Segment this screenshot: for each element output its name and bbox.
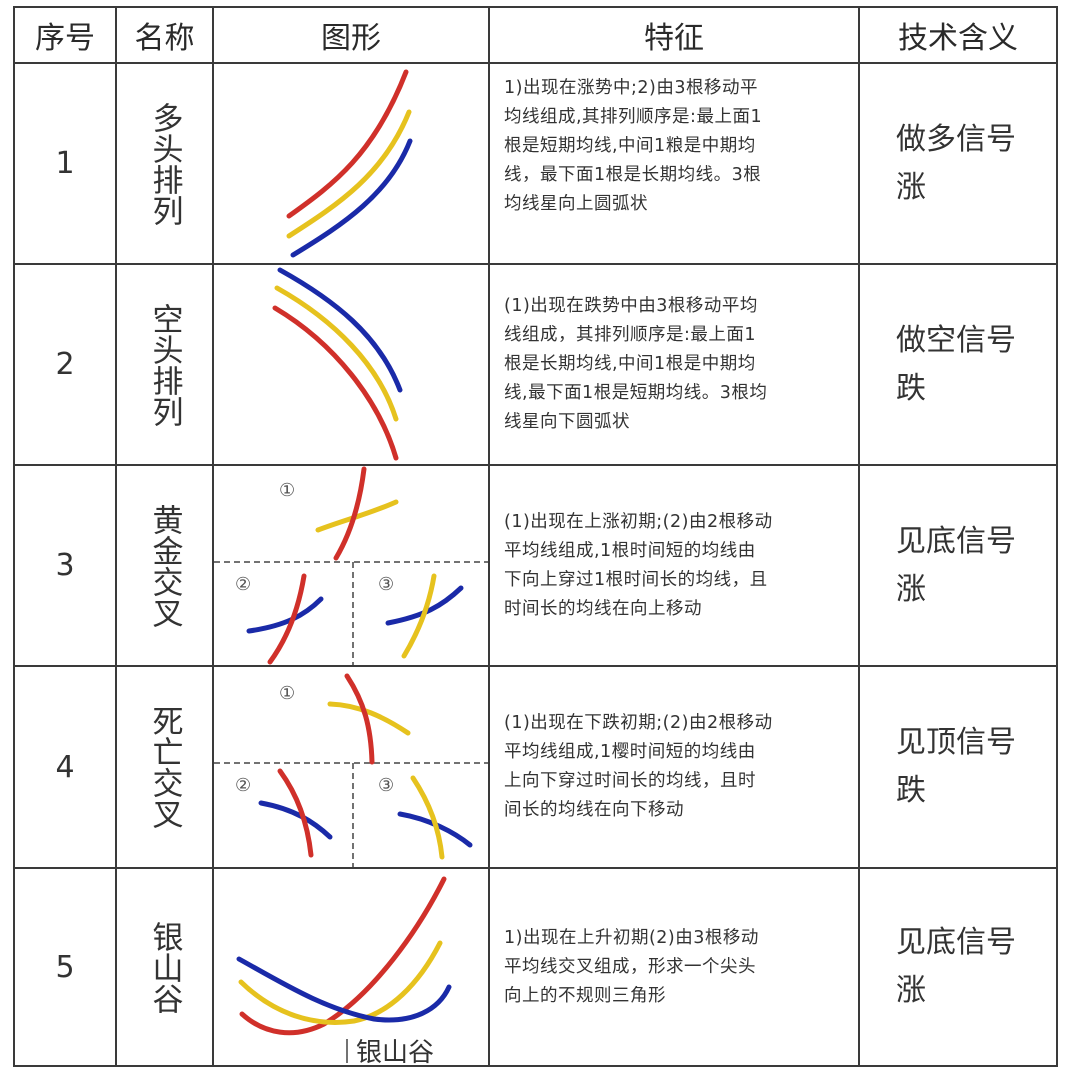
feature-line: 线,最下面1根是短期均线。3根均 (504, 383, 768, 403)
grid-line (15, 464, 1056, 466)
row-index: 2 (55, 347, 75, 382)
feature-line: 线，最下面1根是长期均线。3根 (504, 165, 762, 185)
feature-line: 时间长的均线在向上移动 (504, 598, 702, 619)
sub-figure-label: ② (235, 574, 251, 595)
row-index: 4 (55, 749, 75, 785)
feature-line: (1)出现在上涨初期;(2)由2根移动 (504, 511, 773, 532)
grid-line (858, 8, 860, 1065)
header-index: 序号 (35, 21, 95, 56)
sub-figure-label: ① (279, 480, 295, 501)
row-name-cell: 银山谷 (117, 869, 212, 1065)
sub-figure-label: ① (279, 683, 295, 704)
grid-line (488, 8, 490, 1065)
feature-line: 向上的不规则三角形 (504, 985, 666, 1006)
feature-line: 1)出现在上升初期(2)由3根移动 (504, 927, 759, 948)
row-name-cell: 黄金交叉 (117, 466, 212, 665)
figure-silver-valley: 银山谷 (214, 869, 488, 1065)
meaning-direction: 跌 (896, 370, 926, 406)
row-name: 黄金交叉 (146, 503, 183, 628)
meaning-signal: 做空信号 (896, 322, 1016, 358)
header-figure: 图形 (321, 21, 381, 56)
row-meaning: 见顶信号跌 (860, 667, 1056, 867)
sub-figure-label: ③ (378, 574, 394, 595)
meaning-direction: 涨 (896, 973, 926, 1008)
grid-line (212, 8, 214, 1065)
row-name-cell: 多头排列 (117, 64, 212, 263)
row-features: 1)出现在上升初期(2)由3根移动 平均线交叉组成，形求一个尖头 向上的不规则三… (490, 869, 858, 1065)
figure-bullish-alignment (214, 64, 488, 263)
feature-line: 线组成，其排列顺序是:最上面1 (504, 325, 757, 345)
grid-line (15, 62, 1056, 64)
grid-line (15, 665, 1056, 667)
row-meaning: 做多信号涨 (860, 64, 1056, 263)
feature-line: (1)出现在下跌初期;(2)由2根移动 (504, 713, 773, 733)
row-meaning: 做空信号跌 (860, 265, 1056, 464)
figure-death-cross: ① ② ③ (214, 667, 488, 867)
feature-line: 间长的均线在向下移动 (504, 800, 684, 820)
row-name-cell: 死亡交叉 (117, 667, 212, 867)
meaning-signal: 见底信号 (896, 925, 1016, 960)
row-name: 空头排列 (146, 302, 183, 427)
grid-line (115, 8, 117, 1065)
moving-average-pattern-table: 序号 名称 图形 特征 技术含义 1 多头排列 1)出现在涨势中;2)由3根移动… (13, 6, 1058, 1067)
row-name: 多头排列 (146, 101, 183, 226)
feature-line: 平均线组成,1樱时间短的均线由 (504, 742, 756, 762)
meaning-signal: 见顶信号 (896, 725, 1016, 760)
header-features: 特征 (644, 21, 704, 56)
header-meaning: 技术含义 (898, 21, 1018, 56)
meaning-direction: 涨 (896, 571, 926, 607)
meaning-signal: 做多信号 (896, 121, 1016, 157)
row-index: 1 (55, 146, 75, 181)
row-features: (1)出现在跌势中由3根移动平均 线组成，其排列顺序是:最上面1 根是长期均线,… (490, 265, 858, 464)
feature-line: 1)出现在涨势中;2)由3根移动平 (504, 78, 758, 98)
row-features: 1)出现在涨势中;2)由3根移动平 均线组成,其排列顺序是:最上面1 根是短期均… (490, 64, 858, 263)
silver-valley-chart-icon: 银山谷 (236, 876, 452, 1065)
row-name: 死亡交叉 (146, 705, 183, 829)
feature-line: 根是短期均线,中间1粮是中期均 (504, 136, 756, 156)
row-features: (1)出现在下跌初期;(2)由2根移动 平均线组成,1樱时间短的均线由 上向下穿… (490, 667, 858, 867)
golden-cross-chart-icon: ① ② ③ (214, 466, 488, 665)
row-name: 银山谷 (146, 920, 183, 1014)
row-features: (1)出现在上涨初期;(2)由2根移动 平均线组成,1根时间短的均线由 下向上穿… (490, 466, 858, 665)
row-meaning: 见底信号涨 (860, 869, 1056, 1065)
grid-line (15, 867, 1056, 869)
meaning-signal: 见底信号 (896, 523, 1016, 559)
sub-figure-label: ③ (378, 775, 394, 796)
meaning-direction: 涨 (896, 169, 926, 205)
row-index: 3 (55, 548, 75, 583)
header-name: 名称 (134, 21, 195, 56)
row-meaning: 见底信号涨 (860, 466, 1056, 665)
sub-figure-label: ② (235, 775, 251, 796)
grid-line (15, 263, 1056, 265)
row-index: 5 (55, 949, 75, 985)
row-name-cell: 空头排列 (117, 265, 212, 464)
feature-line: 根是长期均线,中间1根是中期均 (504, 354, 756, 374)
feature-line: 平均线交叉组成，形求一个尖头 (504, 956, 756, 977)
bullish-alignment-chart-icon (286, 69, 413, 258)
feature-line: 均线星向上圆弧状 (504, 194, 648, 214)
death-cross-chart-icon: ① ② ③ (214, 673, 488, 867)
bearish-alignment-chart-icon (272, 267, 403, 461)
feature-line: (1)出现在跌势中由3根移动平均 (504, 296, 758, 316)
silver-valley-label: 银山谷 (356, 1038, 434, 1065)
feature-line: 均线组成,其排列顺序是:最上面1 (504, 107, 763, 127)
feature-line: 下向上穿过1根时间长的均线，且 (504, 569, 768, 590)
feature-line: 线星向下圆弧状 (504, 412, 630, 432)
figure-golden-cross: ① ② ③ (214, 466, 488, 665)
meaning-direction: 跌 (896, 773, 926, 808)
feature-line: 上向下穿过时间长的均线，且时 (504, 771, 756, 791)
feature-line: 平均线组成,1根时间短的均线由 (504, 540, 756, 561)
figure-bearish-alignment (214, 265, 488, 464)
